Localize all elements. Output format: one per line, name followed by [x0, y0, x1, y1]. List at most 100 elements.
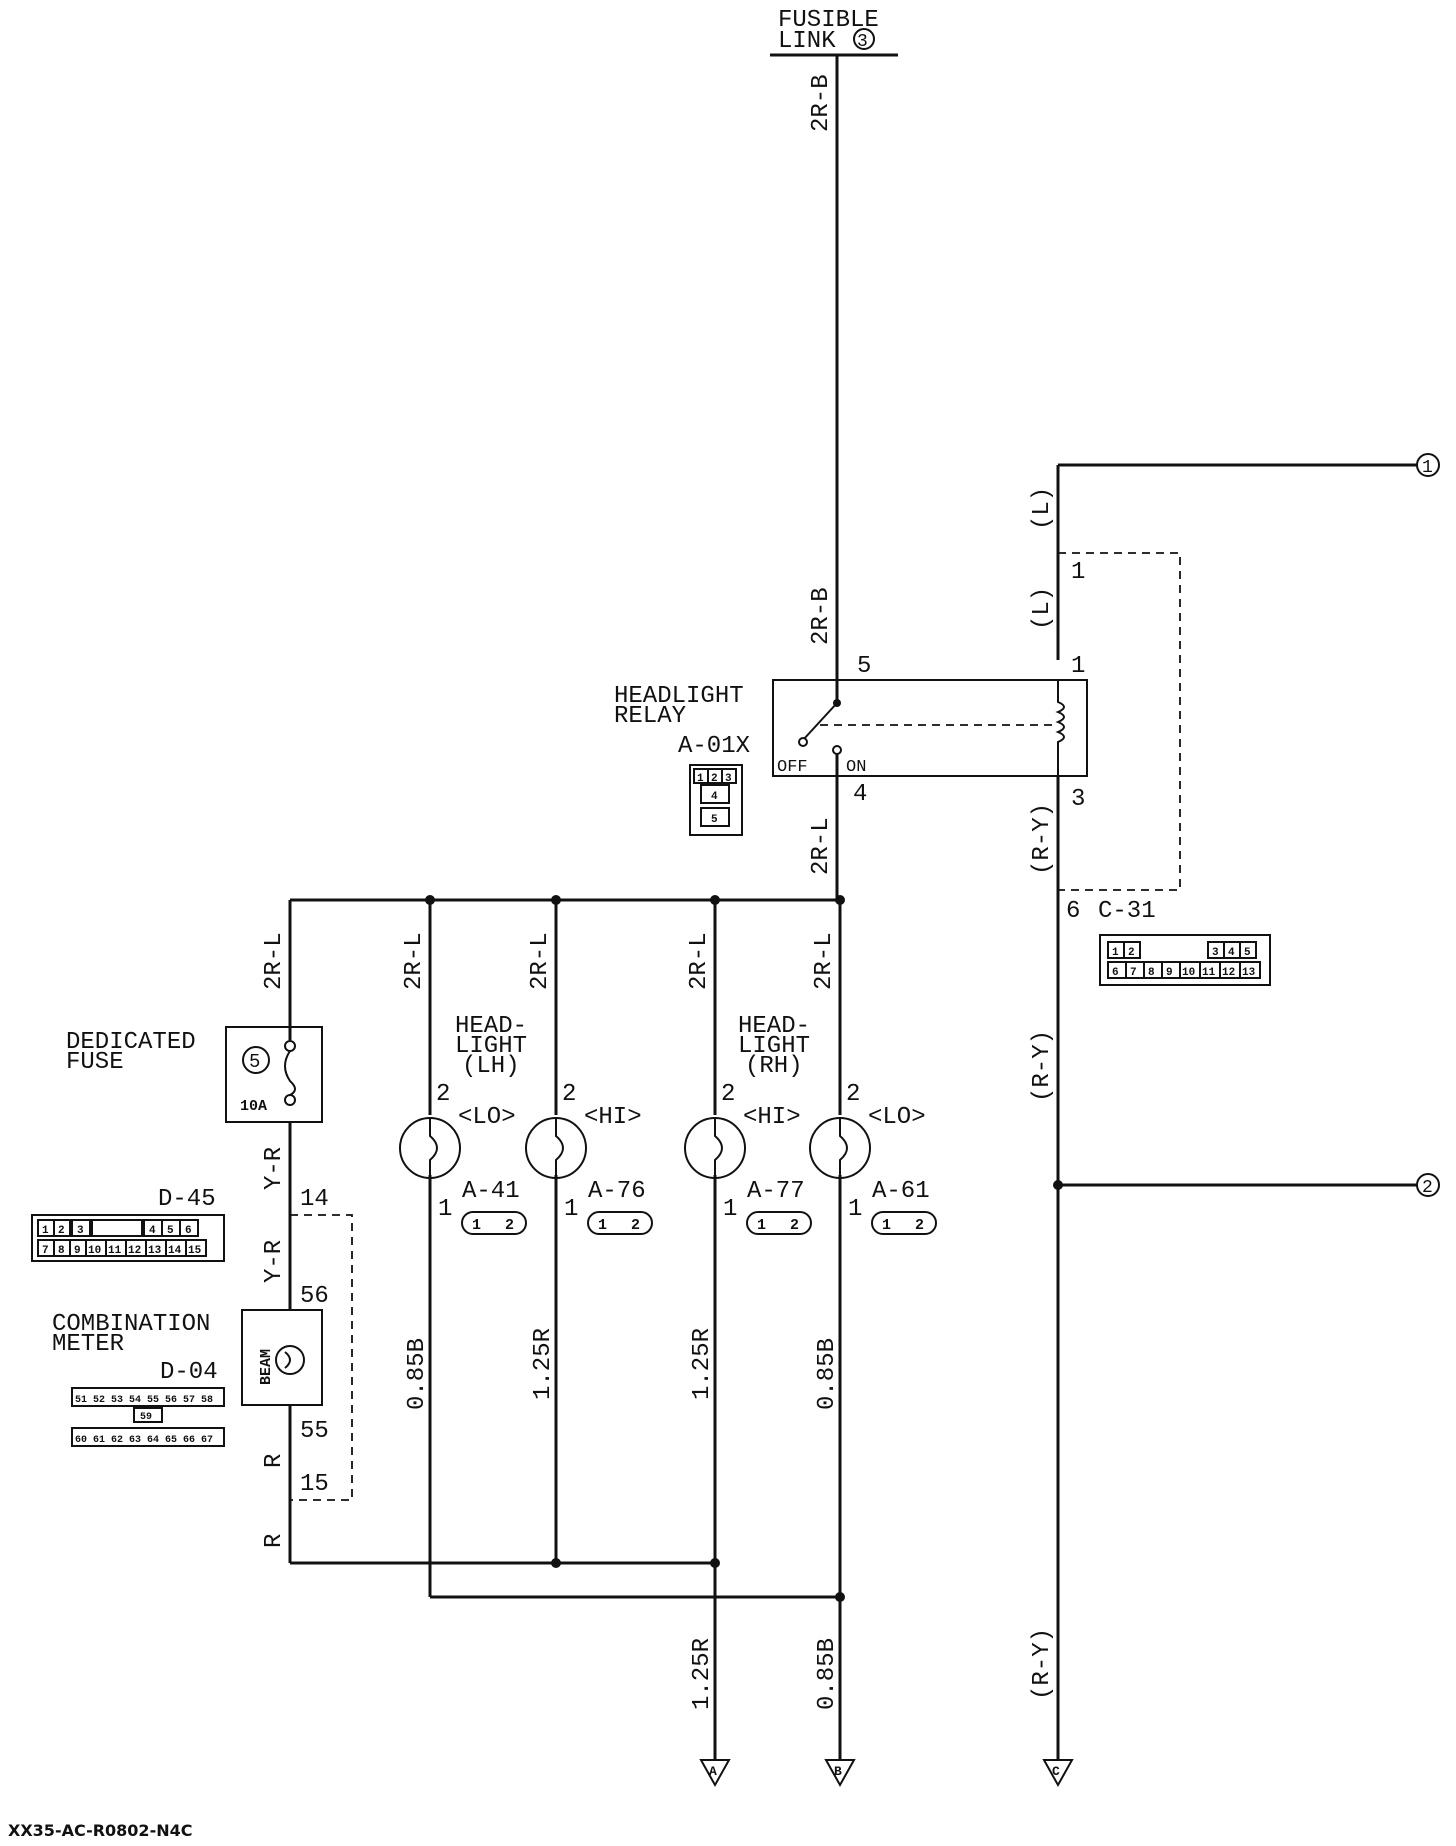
- svg-text:6: 6: [185, 1225, 192, 1237]
- drawing-code: XX35-AC-R0802-N4C: [8, 1821, 192, 1840]
- relay-pin-1: 1: [1071, 653, 1085, 680]
- wire-label-a77-gnd: 1.25R: [689, 1328, 716, 1400]
- fuse-label-2: FUSE: [66, 1049, 124, 1076]
- svg-text:1: 1: [757, 1217, 766, 1234]
- d45-pin-14: 14: [300, 1186, 329, 1213]
- svg-text:2: 2: [721, 1081, 735, 1108]
- svg-text:9: 9: [1166, 967, 1173, 979]
- wire-label-r-y-mid: (R-Y): [1029, 1030, 1056, 1102]
- svg-text:12: 12: [128, 1245, 141, 1257]
- beam-label: BEAM: [258, 1349, 275, 1385]
- svg-text:<HI>: <HI>: [584, 1104, 642, 1131]
- svg-text:1: 1: [598, 1217, 607, 1234]
- wire-label-out-a: 1.25R: [689, 1638, 716, 1710]
- wire-label-relay-in: 2R-B: [808, 587, 835, 645]
- svg-text:1: 1: [1112, 947, 1119, 959]
- svg-text:7: 7: [42, 1245, 49, 1257]
- svg-text:2: 2: [58, 1225, 65, 1237]
- svg-text:<LO>: <LO>: [868, 1104, 926, 1131]
- svg-text:2: 2: [846, 1081, 860, 1108]
- svg-text:2: 2: [790, 1217, 799, 1234]
- offpage-b: B: [834, 1764, 842, 1779]
- meter-label: COMBINATION: [52, 1311, 210, 1338]
- svg-text:12: 12: [1222, 967, 1235, 979]
- svg-text:59: 59: [140, 1412, 152, 1423]
- relay-coil-icon: [1055, 680, 1065, 776]
- c31-pin-1: 1: [1071, 559, 1085, 586]
- svg-text:14: 14: [168, 1245, 182, 1257]
- svg-text:15: 15: [188, 1245, 202, 1257]
- svg-text:2: 2: [562, 1081, 576, 1108]
- lamp-connector-icon: [587, 1211, 653, 1235]
- meter-pin-56: 56: [300, 1283, 329, 1310]
- dedicated-fuse-box: [225, 1026, 323, 1123]
- svg-text:9: 9: [74, 1245, 81, 1257]
- svg-text:1: 1: [42, 1225, 49, 1237]
- d45-connector-icon: 1 2 3 4 5 6 7 8 9 10 11 12 13 14 15: [31, 1214, 225, 1262]
- svg-text:58: 58: [201, 1395, 213, 1406]
- offpage-arrow-a: [699, 1759, 731, 1788]
- relay-off-contact: [798, 737, 808, 747]
- offpage-label-1: 1: [1422, 458, 1433, 478]
- svg-text:<LO>: <LO>: [458, 1104, 516, 1131]
- junction-dot: [1053, 1180, 1063, 1190]
- headlight-rh-label-3: (RH): [745, 1053, 803, 1080]
- svg-text:56: 56: [165, 1395, 177, 1406]
- svg-text:13: 13: [148, 1245, 162, 1257]
- wire-label-top: 2R-B: [808, 74, 835, 132]
- svg-text:61: 61: [93, 1435, 105, 1446]
- offpage-connector-2: [1416, 1173, 1440, 1197]
- svg-text:57: 57: [183, 1395, 195, 1406]
- headlight-lh-label: HEAD-: [455, 1013, 527, 1040]
- svg-text:5: 5: [1244, 947, 1251, 959]
- wire-label-a41-gnd: 0.85B: [404, 1338, 431, 1410]
- relay-switch-arm: [802, 702, 838, 741]
- c31-code: C-31: [1098, 898, 1156, 925]
- svg-text:2: 2: [915, 1217, 924, 1234]
- fusible-link-number-circle: [853, 28, 875, 50]
- wire-label-y-r-1: Y-R: [261, 1147, 288, 1190]
- headlight-relay-box: [772, 679, 1088, 777]
- relay-name-2: RELAY: [614, 703, 686, 730]
- svg-text:2: 2: [436, 1081, 450, 1108]
- svg-text:54: 54: [129, 1395, 141, 1406]
- svg-text:5: 5: [167, 1225, 174, 1237]
- fuse-element-icon: [284, 1050, 296, 1096]
- relay-pin-3: 3: [1071, 786, 1085, 813]
- lamp-connector-icon: [746, 1211, 812, 1235]
- junction-dot: [551, 895, 561, 905]
- svg-text:1: 1: [882, 1217, 891, 1234]
- relay-code: A-01X: [678, 733, 750, 760]
- svg-text:1: 1: [472, 1217, 481, 1234]
- svg-text:63: 63: [129, 1435, 141, 1446]
- svg-text:4: 4: [149, 1225, 156, 1237]
- offpage-label-2: 2: [1422, 1178, 1433, 1198]
- combination-meter-box: [241, 1309, 323, 1406]
- headlight-lh-label-2: LIGHT: [455, 1033, 527, 1060]
- relay-pin-5: 5: [857, 653, 871, 680]
- fuse-label: DEDICATED: [66, 1029, 196, 1056]
- fuse-rating: 10A: [240, 1098, 267, 1115]
- headlight-rh-label: HEAD-: [738, 1013, 810, 1040]
- junction-dot: [835, 1592, 845, 1602]
- svg-text:A-41: A-41: [462, 1178, 520, 1205]
- svg-text:11: 11: [108, 1245, 122, 1257]
- wire-label-rh-hi: 2R-L: [686, 932, 713, 990]
- svg-text:66: 66: [183, 1435, 195, 1446]
- lamp-connector-icon: [461, 1211, 527, 1235]
- svg-text:2: 2: [1128, 947, 1135, 959]
- offpage-arrow-b: [824, 1759, 856, 1788]
- svg-text:1: 1: [697, 773, 704, 785]
- lamp-connector-icon: [871, 1211, 937, 1235]
- fusible-link-number: 3: [857, 32, 868, 52]
- svg-text:65: 65: [165, 1435, 177, 1446]
- headlight-rh-label-2: LIGHT: [738, 1033, 810, 1060]
- svg-text:A-76: A-76: [588, 1178, 646, 1205]
- d45-code: D-45: [158, 1186, 216, 1213]
- svg-text:A-77: A-77: [747, 1178, 805, 1205]
- svg-text:11: 11: [1202, 967, 1216, 979]
- svg-text:1: 1: [848, 1196, 862, 1223]
- fuse-terminal: [284, 1094, 296, 1106]
- wire-label-relay-out: 2R-L: [808, 817, 835, 875]
- svg-text:55: 55: [147, 1395, 159, 1406]
